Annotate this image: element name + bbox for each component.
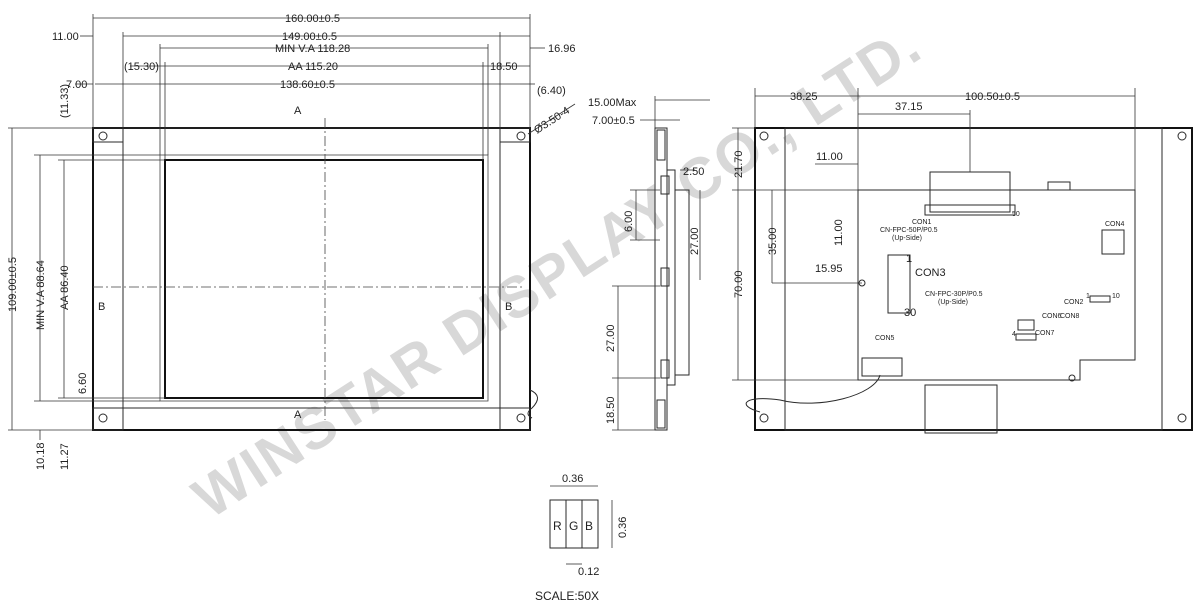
pixel-g: G bbox=[569, 519, 578, 533]
section-b-right: B bbox=[505, 301, 512, 313]
dim-37-15: 37.15 bbox=[895, 101, 923, 113]
con1-pin: 50 bbox=[1012, 211, 1020, 218]
section-a-top: A bbox=[294, 105, 302, 117]
dim-min-va-width: MIN V.A 118.28 bbox=[275, 43, 350, 55]
dim-18-50-top: 18.50 bbox=[490, 61, 518, 73]
dim-38-25: 38.25 bbox=[790, 91, 818, 103]
dim-109: 109.00±0.5 bbox=[7, 257, 19, 312]
con7-label: CON7 bbox=[1035, 330, 1055, 337]
dim-15max: 15.00Max bbox=[588, 97, 637, 109]
dim-pixel-height: 0.36 bbox=[617, 517, 629, 538]
dim-11-left: 11.00 bbox=[52, 31, 79, 43]
section-a-bottom: A bbox=[294, 409, 302, 421]
dim-35: 35.00 bbox=[767, 227, 779, 255]
dim-7-side: 7.00±0.5 bbox=[592, 115, 635, 127]
con3-part: CN-FPC-30P/P0.5 bbox=[925, 291, 983, 298]
dim-27-lower: 27.00 bbox=[605, 324, 617, 352]
dim-21-70: 21.70 bbox=[733, 150, 745, 178]
dim-11-33: (11.33) bbox=[59, 84, 71, 118]
dim-aa-height: AA 86.40 bbox=[59, 265, 71, 310]
side-view: 15.00Max 7.00±0.5 2.50 6.00 27.00 27.00 … bbox=[588, 96, 710, 431]
con3-side: (Up-Side) bbox=[938, 299, 968, 306]
dim-min-va-height: MIN V.A 88.64 bbox=[35, 260, 47, 330]
dim-27-upper: 27.00 bbox=[689, 227, 701, 255]
dim-11-back-h: 11.00 bbox=[816, 151, 843, 163]
pixel-detail: R G B 0.36 0.36 0.12 SCALE:50X bbox=[535, 473, 629, 603]
dim-hole-dia: Ø3.50-4 bbox=[532, 105, 572, 137]
dim-100-50: 100.50±0.5 bbox=[965, 91, 1020, 103]
section-b-left: B bbox=[98, 301, 105, 313]
dim-subpixel: 0.12 bbox=[578, 566, 599, 578]
con2-label: CON2 bbox=[1064, 299, 1084, 306]
dim-11-27: 11.27 bbox=[59, 443, 71, 470]
dim-11-back-v: 11.00 bbox=[833, 219, 845, 246]
con1-ref: CON1 bbox=[912, 219, 932, 226]
con4-label: CON4 bbox=[1105, 221, 1125, 228]
con5-label: CON5 bbox=[875, 335, 895, 342]
scale-label: SCALE:50X bbox=[535, 589, 599, 603]
con3-label: CON3 bbox=[915, 267, 946, 279]
con8-label: CON8 bbox=[1060, 313, 1080, 320]
dim-16-96: 16.96 bbox=[548, 43, 576, 55]
pixel-r: R bbox=[553, 519, 562, 533]
dim-18-50-side: 18.50 bbox=[605, 396, 617, 424]
dim-160: 160.00±0.5 bbox=[285, 13, 340, 25]
con1-label: CN-FPC-50P/P0.5 bbox=[880, 227, 938, 234]
dim-15-95: 15.95 bbox=[815, 263, 843, 275]
pin-label-10: 10 bbox=[1112, 293, 1120, 300]
dim-6-60: 6.60 bbox=[77, 373, 89, 394]
con3-pin30: 30 bbox=[904, 307, 916, 319]
dim-aa-width: AA 115.20 bbox=[288, 61, 338, 73]
dim-2-50: 2.50 bbox=[683, 166, 704, 178]
dim-70: 70.00 bbox=[733, 270, 745, 298]
dim-10-18: 10.18 bbox=[35, 442, 47, 470]
dim-15-30: (15.30) bbox=[124, 61, 159, 73]
pixel-b: B bbox=[585, 519, 593, 533]
con1-side: (Up-Side) bbox=[892, 235, 922, 242]
con3-pin1: 1 bbox=[906, 253, 912, 265]
dim-pixel-width: 0.36 bbox=[562, 473, 583, 485]
dim-7-left: 7.00 bbox=[66, 79, 87, 91]
back-view: 38.25 100.50±0.5 37.15 21.70 11.00 11.00… bbox=[732, 88, 1193, 434]
dim-138: 138.60±0.5 bbox=[280, 79, 335, 91]
dim-6-side: 6.00 bbox=[623, 211, 635, 232]
con6-label: CON6 bbox=[1042, 313, 1062, 320]
front-view: 160.00±0.5 149.00±0.5 MIN V.A 118.28 AA … bbox=[7, 13, 576, 470]
dim-149: 149.00±0.5 bbox=[282, 31, 337, 43]
pin-label-4: 4 bbox=[1012, 331, 1016, 338]
pin-label-1: 1 bbox=[1086, 293, 1090, 300]
dim-6-40: (6.40) bbox=[537, 85, 566, 97]
